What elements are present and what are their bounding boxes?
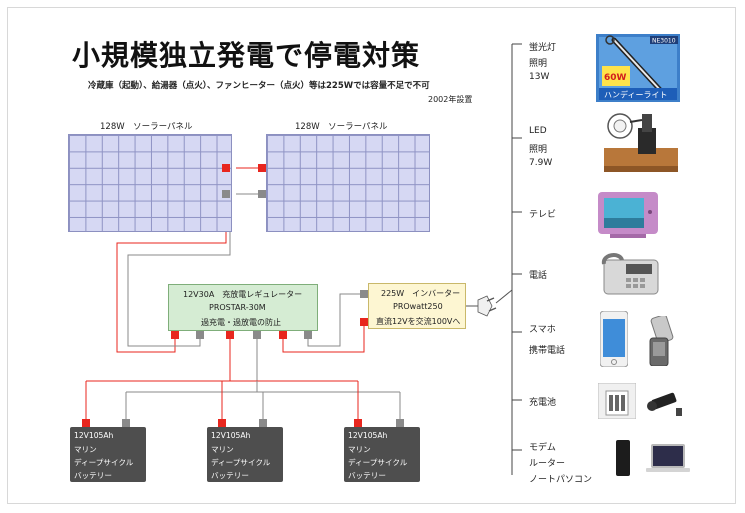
battery-1-type: マリン [74,445,97,454]
install-year: 2002年設置 [428,95,473,104]
device-led-line2: 照明 [529,145,548,155]
device-mobile-line2: 携帯電話 [529,346,566,356]
battery-1-capacity: 12V105Ah [74,431,114,440]
handy-light-image: NE3010 60W ハンディーライト [596,34,680,102]
battery-2-capacity: 12V105Ah [211,431,251,440]
battery-charger-image [598,383,636,419]
device-led-line3: 7.9W [529,158,553,168]
page-subtitle: 冷蔵庫（起動）、給湯器（点火）、ファンヒーター（点火）等は225Wでは容量不足で… [88,81,430,91]
device-fluorescent-line3: 13W [529,72,550,82]
page-title: 小規模独立発電で停電対策 [72,39,421,72]
device-fluorescent-line1: 蛍光灯 [529,43,557,53]
regulator-solar-negative [196,331,204,339]
device-network-line1: モデム [529,443,556,453]
handy-light-watt: 60W [604,73,627,83]
device-mobile-line1: スマホ [529,325,556,335]
regulator-load-negative [304,331,312,339]
panel-to-regulator-negative [127,198,231,347]
device-battery-charger: 充電池 [529,398,557,408]
inverter-function: 直流12Vを交流100Vへ [376,317,461,326]
flip-phone-image [649,316,674,366]
telephone-image [601,253,659,295]
battery-2-positive [218,419,226,427]
battery-3-name: バッテリー [348,471,386,480]
regulator-battery-negative [253,331,261,339]
solar-panel-1 [68,134,232,232]
smartphone-image [600,311,628,367]
regulator-to-inverter-negative [307,293,364,347]
battery-3-positive [354,419,362,427]
battery-1-positive [82,419,90,427]
inverter-model: PROwatt250 [393,302,443,311]
device-tv: テレビ [529,210,557,220]
battery-3-capacity: 12V105Ah [348,431,388,440]
battery-2-type: マリン [211,445,234,454]
battery-2-cycle: ディープサイクル [211,458,271,467]
battery-3-cycle: ディープサイクル [348,458,408,467]
device-network-line3: ノートパソコン [529,475,593,485]
battery-1-name: バッテリー [74,471,112,480]
panel-2-negative-terminal [258,190,266,198]
regulator-function: 過充電・過放電の防止 [201,318,281,327]
handy-light-model: NE3010 [652,38,676,45]
regulator-spec: 12V30A 充放電レギュレーター [183,290,303,299]
battery-2-negative [259,419,267,427]
led-lamp-image [604,113,678,172]
regulator-model: PROSTAR-30M [209,303,266,312]
battery-1-cycle: ディープサイクル [74,458,134,467]
router-image [616,440,630,476]
panel-1-positive-terminal [222,164,230,172]
inverter-spec: 225W インバーター [381,289,461,298]
handy-light-name: ハンディーライト [604,90,667,100]
page-border [7,7,736,504]
device-fluorescent-line2: 照明 [529,59,548,69]
solar-panel-1-label: 128W ソーラーパネル [100,122,193,132]
battery-2: 12V105Ah マリン ディープサイクル バッテリー [207,427,283,482]
battery-3-negative [396,419,404,427]
battery-1: 12V105Ah マリン ディープサイクル バッテリー [70,427,146,482]
ac-plug-icon [477,295,497,317]
laptop-image [646,444,690,472]
flashlight-image [647,392,682,416]
battery-3: 12V105Ah マリン ディープサイクル バッテリー [344,427,420,482]
inverter-positive-terminal [360,318,368,326]
panel-2-positive-terminal [258,164,266,172]
regulator-solar-positive [171,331,179,339]
charge-regulator: 12V30A 充放電レギュレーター PROSTAR-30M 過充電・過放電の防止 [168,284,318,331]
battery-1-negative [122,419,130,427]
solar-panel-2-label: 128W ソーラーパネル [295,122,388,132]
regulator-load-positive [279,331,287,339]
regulator-battery-positive [226,331,234,339]
device-network-line2: ルーター [529,459,566,469]
battery-2-name: バッテリー [211,471,249,480]
solar-panel-2 [266,134,430,232]
battery-3-type: マリン [348,445,371,454]
regulator-to-inverter-positive [282,322,365,353]
inverter-negative-terminal [360,290,368,298]
inverter: 225W インバーター PROwatt250 直流12Vを交流100Vへ [368,283,466,329]
panel-1-negative-terminal [222,190,230,198]
tv-image [598,192,658,238]
device-led-line1: LED [529,126,547,136]
device-phone: 電話 [529,271,548,281]
